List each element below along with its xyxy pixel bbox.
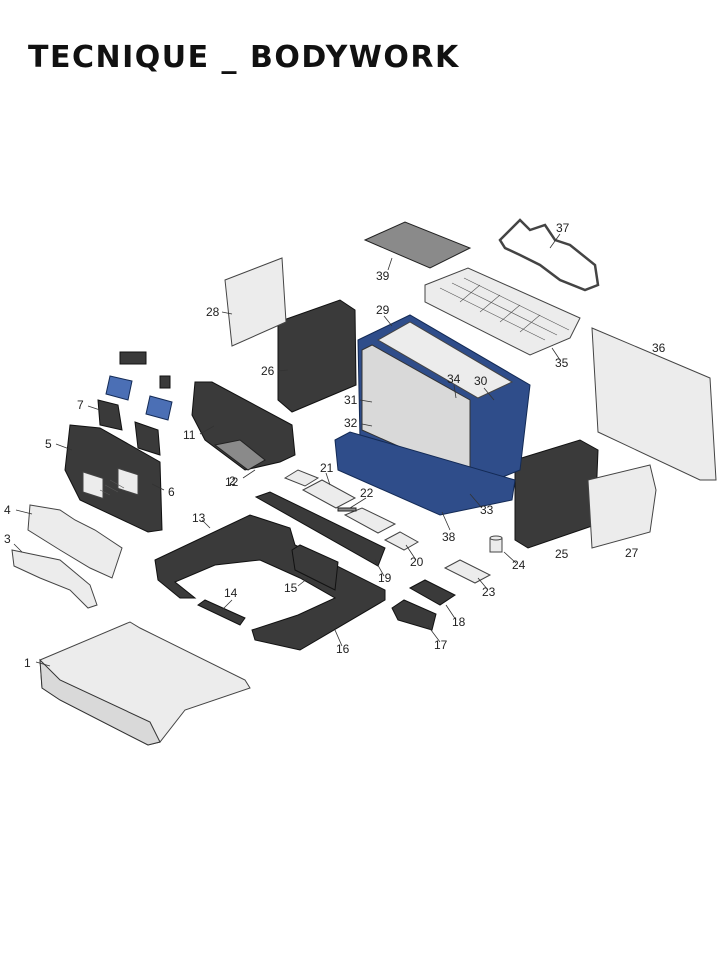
callout-3: 3 bbox=[4, 532, 11, 546]
callout-5: 5 bbox=[45, 437, 52, 451]
callout-19: 19 bbox=[378, 571, 392, 585]
part-15-center-console bbox=[291, 544, 339, 591]
callout-36: 36 bbox=[652, 341, 666, 355]
callout-14: 14 bbox=[224, 586, 238, 600]
callout-26: 26 bbox=[261, 364, 275, 378]
callout-27: 27 bbox=[625, 546, 639, 560]
part-1-front-bumper bbox=[39, 621, 251, 746]
part-13-floor-tub bbox=[154, 514, 386, 651]
part-17-seat-box bbox=[391, 599, 437, 631]
part-8-lamp-glass bbox=[105, 375, 173, 421]
part-4-grille-panel bbox=[27, 504, 123, 579]
callout-39: 39 bbox=[376, 269, 390, 283]
callout-37: 37 bbox=[556, 221, 570, 235]
leader-lines bbox=[13, 233, 561, 667]
part-3-lower-trim bbox=[11, 549, 98, 609]
part-2-mesh bbox=[99, 479, 125, 496]
callout-33: 33 bbox=[480, 503, 494, 517]
callout-32: 32 bbox=[344, 416, 358, 430]
part-7-lamp-frame bbox=[97, 399, 161, 456]
callout-4: 4 bbox=[4, 503, 11, 517]
callout-30: 30 bbox=[474, 374, 488, 388]
part-35-roof-rack bbox=[424, 267, 581, 356]
callout-35: 35 bbox=[555, 356, 569, 370]
callout-15: 15 bbox=[284, 581, 298, 595]
callout-25: 25 bbox=[555, 547, 569, 561]
callout-34: 34 bbox=[447, 372, 461, 386]
callout-13: 13 bbox=[192, 511, 206, 525]
callout-38: 38 bbox=[442, 530, 456, 544]
page-title: TECNIQUE _ BODYWORK bbox=[28, 40, 460, 75]
part-36-rear-panel bbox=[591, 327, 717, 481]
part-14-floor-rail bbox=[197, 599, 246, 626]
callout-labels: 1 2 3 4 5 6 7 11 12 13 14 15 16 17 18 19… bbox=[4, 221, 666, 670]
callout-23: 23 bbox=[482, 585, 496, 599]
part-18-battery-cover bbox=[408, 579, 456, 606]
part-11-dashboard bbox=[191, 381, 296, 471]
callout-12: 12 bbox=[225, 475, 239, 489]
part-19-cowl-tray bbox=[254, 491, 386, 567]
callout-31: 31 bbox=[344, 393, 358, 407]
part-25-rear-door bbox=[514, 439, 599, 549]
callout-21: 21 bbox=[320, 461, 334, 475]
callout-22: 22 bbox=[360, 486, 374, 500]
callout-1: 1 bbox=[24, 656, 31, 670]
part-26-side-door bbox=[277, 299, 357, 413]
callout-11: 11 bbox=[183, 428, 196, 442]
part-28-door-skin bbox=[224, 257, 287, 347]
part-39-roof-panel bbox=[363, 221, 472, 269]
callout-24: 24 bbox=[512, 558, 526, 572]
part-9-10-small-brackets bbox=[119, 351, 171, 389]
callout-2: 2 bbox=[229, 474, 236, 488]
part-5-front-frame bbox=[64, 424, 163, 533]
callout-18: 18 bbox=[452, 615, 466, 629]
part-24-filler-cap bbox=[489, 535, 503, 553]
part-37-roll-bar bbox=[498, 218, 600, 292]
callout-6: 6 bbox=[168, 485, 175, 499]
callout-29: 29 bbox=[376, 303, 390, 317]
callout-28: 28 bbox=[206, 305, 220, 319]
part-20-23-grid-mats bbox=[283, 469, 492, 584]
part-27-rear-cover bbox=[587, 464, 657, 549]
callout-7: 7 bbox=[77, 398, 84, 412]
callout-20: 20 bbox=[410, 555, 424, 569]
callout-16: 16 bbox=[336, 642, 350, 656]
callout-17: 17 bbox=[434, 638, 448, 652]
